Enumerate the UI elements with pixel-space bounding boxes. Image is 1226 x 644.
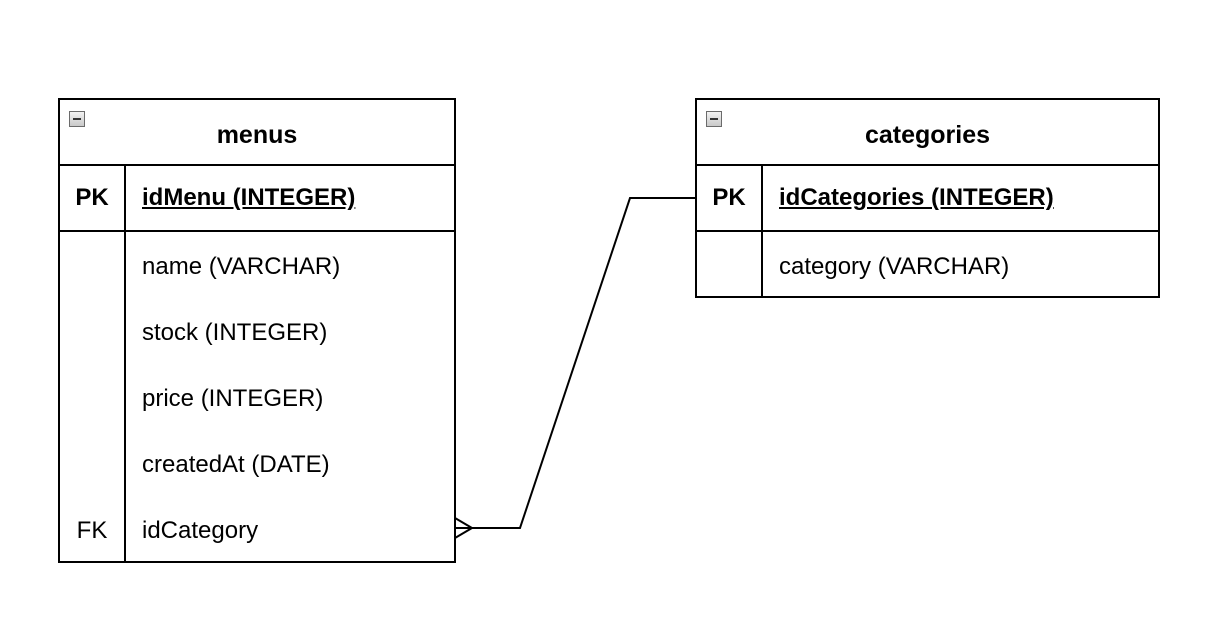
key-column <box>697 232 763 296</box>
primary-key-row[interactable]: PK idMenu (INTEGER) <box>60 166 454 232</box>
table-header: categories <box>697 100 1158 166</box>
key-label-fk: FK <box>76 517 108 544</box>
key-label-pk: PK <box>697 166 763 230</box>
field-rows: category (VARCHAR) <box>697 232 1158 296</box>
primary-key-row[interactable]: PK idCategories (INTEGER) <box>697 166 1158 232</box>
table-categories[interactable]: categories PK idCategories (INTEGER) cat… <box>695 98 1160 298</box>
table-title: menus <box>216 121 298 149</box>
field-row[interactable]: stock (INTEGER) <box>142 319 328 346</box>
field-row[interactable]: createdAt (DATE) <box>142 451 330 478</box>
field-rows: FK name (VARCHAR) stock (INTEGER) price … <box>60 232 454 561</box>
field-row[interactable]: price (INTEGER) <box>142 385 324 412</box>
field-row[interactable]: idCategory <box>142 517 259 544</box>
primary-key-field: idMenu (INTEGER) <box>142 184 356 211</box>
key-label-pk: PK <box>60 166 126 230</box>
table-title: categories <box>864 121 991 149</box>
field-row[interactable]: category (VARCHAR) <box>779 253 1010 280</box>
minus-box-icon[interactable] <box>69 111 85 127</box>
minus-box-icon[interactable] <box>706 111 722 127</box>
field-row[interactable]: name (VARCHAR) <box>142 253 341 280</box>
field-column: name (VARCHAR) stock (INTEGER) price (IN… <box>126 232 454 561</box>
table-header: menus <box>60 100 454 166</box>
primary-key-field: idCategories (INTEGER) <box>779 184 1054 211</box>
field-column: category (VARCHAR) <box>763 232 1158 296</box>
key-column: FK <box>60 232 126 561</box>
table-menus[interactable]: menus PK idMenu (INTEGER) FK name (VARCH… <box>58 98 456 563</box>
crowsfoot-prong-lower <box>454 527 473 539</box>
relationship-line <box>472 197 695 529</box>
crowsfoot-prong-upper <box>454 517 473 529</box>
